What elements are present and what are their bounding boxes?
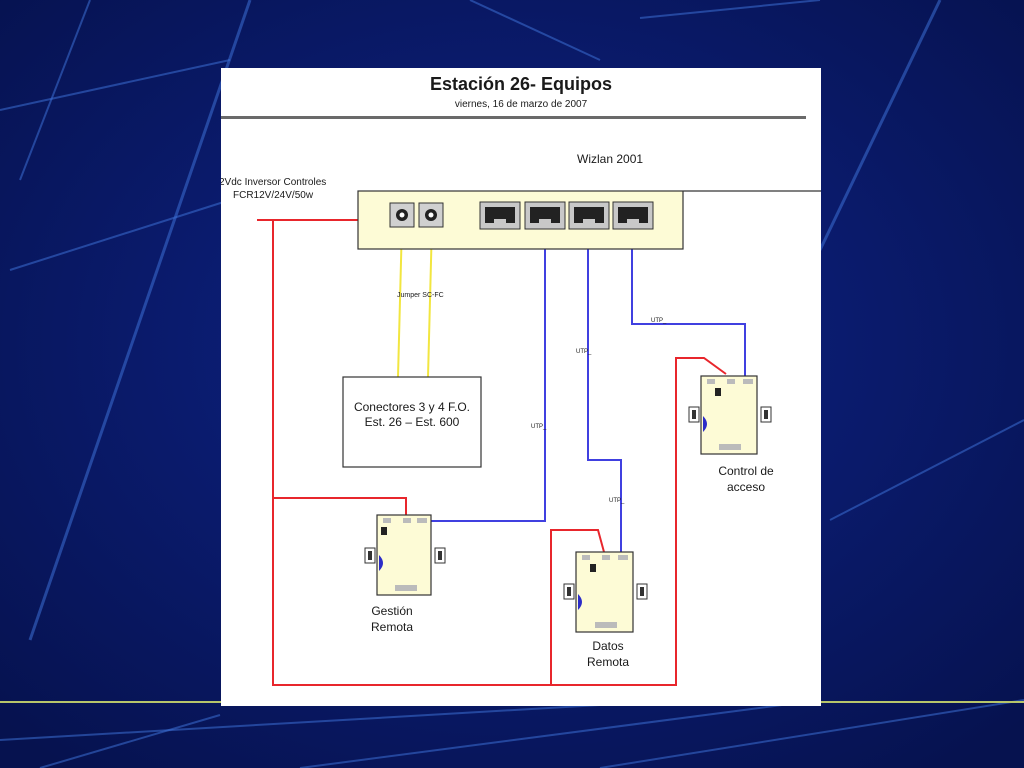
control-label-line1: Control de — [718, 464, 774, 478]
power-vertical-main — [272, 220, 727, 686]
connector-box-text: Conectores 3 y 4 F.O. Est. 26 – Est. 600 — [343, 400, 481, 430]
device-control-acceso — [688, 375, 772, 455]
switch-label: Wizlan 2001 — [577, 152, 644, 166]
connector-box-line2: Est. 26 – Est. 600 — [364, 415, 460, 429]
power-to-gestion — [273, 497, 407, 517]
power-label-line2: FCR12V/24V/50w — [233, 190, 314, 201]
device-datos-remota — [563, 551, 648, 633]
network-diagram — [221, 116, 821, 686]
utp-label-datos-lower: UTP_ — [609, 498, 625, 504]
utp-to-datos — [587, 223, 622, 552]
utp-cables — [431, 223, 746, 552]
utp-to-gestion — [431, 223, 546, 522]
datos-label-line1: Datos — [592, 639, 624, 653]
rj45-port-3 — [568, 201, 610, 230]
rj45-port-1 — [479, 201, 521, 230]
control-label-line2: acceso — [726, 480, 766, 494]
power-wiring — [257, 219, 727, 686]
page-title: Estación 26- Equipos — [429, 74, 613, 94]
device-gestion-remota — [364, 514, 446, 596]
utp-label-datos-upper: UTP_ — [576, 349, 592, 355]
page-date: viernes, 16 de marzo de 2007 — [454, 99, 588, 110]
connector-box — [342, 376, 482, 468]
connector-box-line1: Conectores 3 y 4 F.O. — [353, 400, 471, 414]
wizlan-switch — [357, 190, 684, 250]
utp-label-control: UTP_ — [651, 318, 667, 324]
utp-to-control — [631, 223, 746, 376]
gestion-label-line1: Gestión — [371, 604, 413, 618]
gestion-label-line2: Remota — [370, 620, 414, 634]
power-label-line1: 2Vdc Inversor Controles — [221, 177, 327, 188]
rj45-port-2 — [524, 201, 566, 230]
rj45-port-4 — [612, 201, 654, 230]
utp-label-gestion: UTP_ — [531, 424, 547, 430]
datos-label-line2: Remota — [586, 655, 630, 669]
jumper-label: Jumper SC-FC — [397, 292, 444, 299]
header-rule — [221, 116, 806, 119]
diagram-sheet: Estación 26- Equipos viernes, 16 de marz… — [221, 68, 821, 706]
power-to-datos — [550, 529, 605, 685]
